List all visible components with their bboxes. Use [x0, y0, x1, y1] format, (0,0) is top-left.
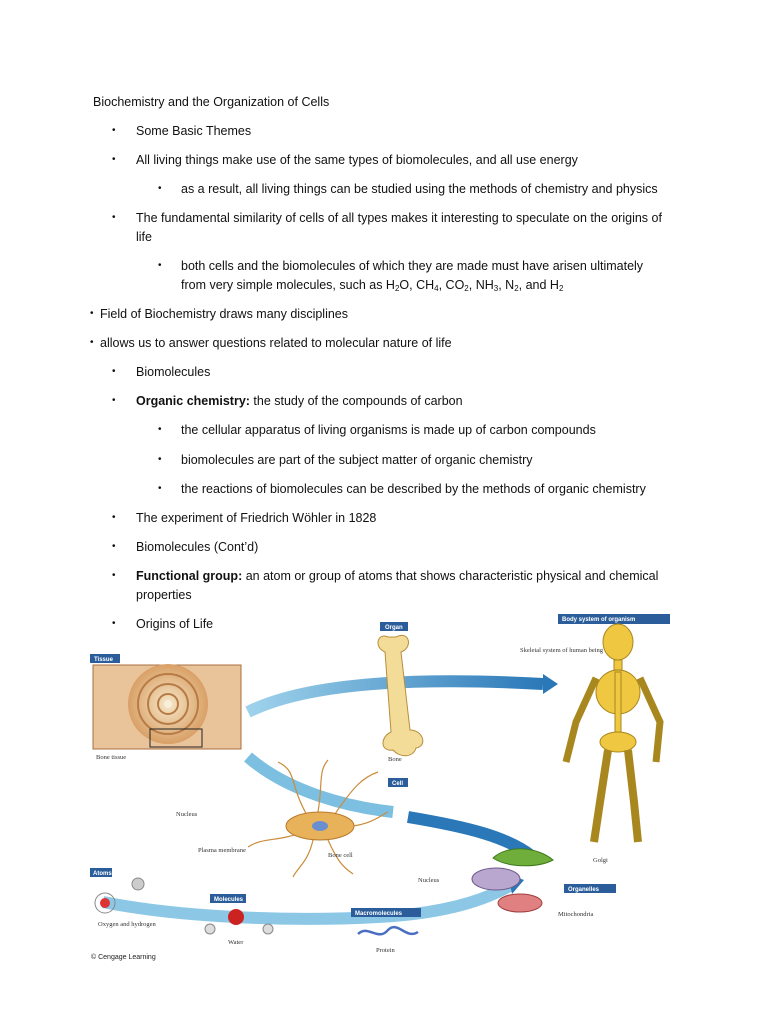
organic-def: the study of the compounds of carbon	[249, 394, 463, 408]
item-fundamental-line2: life	[136, 230, 152, 244]
cycle-arrow-left	[244, 752, 394, 818]
item-biomolecules: Biomolecules	[136, 365, 211, 379]
tissue-label: Tissue	[94, 657, 114, 663]
organelle-nucleus-label: Nucleus	[418, 877, 440, 884]
bullet-marker: •	[90, 308, 94, 319]
cell-nucleus-label: Nucleus	[176, 811, 198, 818]
protein-label: Protein	[376, 947, 396, 954]
item-functional-group: Functional group: an atom or group of at…	[136, 567, 658, 585]
zoom-box	[149, 728, 203, 748]
item-biomolecules-part: biomolecules are part of the subject mat…	[181, 453, 533, 467]
bone-label: Bone	[388, 756, 402, 763]
skeleton-illustration	[562, 623, 664, 843]
macromolecules-label: Macromolecules	[355, 911, 403, 917]
water-label: Water	[228, 939, 244, 946]
item-all-living: All living things make use of the same t…	[136, 153, 578, 167]
cengage-credit: © Cengage Learning	[91, 953, 156, 961]
bullet-marker: •	[158, 260, 162, 271]
organelles-tag	[564, 884, 616, 893]
cell-nucleus	[312, 821, 328, 831]
bullet-marker: •	[112, 512, 116, 523]
body-system-tag	[558, 614, 670, 624]
golgi-label: Golgi	[593, 857, 608, 864]
item-fundamental-line1: The fundamental similarity of cells of a…	[136, 211, 662, 225]
bullet-marker: •	[112, 541, 116, 552]
bone-shape	[377, 634, 424, 757]
organelle-nucleus	[471, 867, 521, 891]
plasma-membrane-label: Plasma membrane	[198, 847, 246, 854]
mitochondrion-shape	[497, 893, 543, 913]
item-reactions: the reactions of biomolecules can be des…	[181, 482, 646, 496]
item-both-cells-line2: from very simple molecules, such as H2O,…	[181, 278, 564, 293]
atom-illustration	[94, 877, 145, 914]
bullet-marker: •	[112, 125, 116, 136]
item-experiment: The experiment of Friedrich Wöhler in 18…	[136, 511, 377, 525]
document-title: Biochemistry and the Organization of Cel…	[93, 95, 330, 109]
item-both-cells-line1: both cells and the biomolecules of which…	[181, 259, 644, 273]
bullet-marker: •	[112, 618, 116, 629]
organization-hierarchy-figure: Tissue Bone tissue Organ Bone Body syste…	[90, 614, 670, 961]
item-as-a-result: as a result, all living things can be st…	[181, 182, 658, 196]
item-organic-chemistry: Organic chemistry: the study of the comp…	[136, 392, 463, 410]
cycle-arrow	[245, 675, 544, 718]
item-field: Field of Biochemistry draws many discipl…	[100, 307, 349, 321]
molecules-tag	[210, 894, 246, 903]
mitochondria-label: Mitochondria	[558, 911, 593, 918]
bullet-marker: •	[158, 424, 162, 435]
bullet-marker: •	[90, 337, 94, 348]
item-allows: allows us to answer questions related to…	[100, 336, 452, 350]
bullet-marker: •	[158, 454, 162, 465]
bone-tissue-label: Bone tissue	[96, 754, 126, 761]
body-system-label: Body system of organism	[562, 617, 635, 623]
organ-label: Organ	[385, 625, 403, 631]
water-molecule-illustration	[204, 909, 274, 935]
item-functional-group-line2: properties	[136, 588, 192, 602]
bullet-marker: •	[112, 212, 116, 223]
organelles-label: Organelles	[568, 887, 600, 893]
arrow-head-top	[543, 674, 558, 694]
item-some-basic-themes: Some Basic Themes	[136, 124, 252, 138]
bullet-marker: •	[112, 570, 116, 581]
tissue-tag	[90, 654, 120, 663]
atoms-label: Atoms	[93, 871, 112, 877]
item-cellular-apparatus: the cellular apparatus of living organis…	[181, 423, 596, 437]
bullet-marker: •	[112, 366, 116, 377]
cell-tag	[388, 778, 408, 787]
macromolecules-tag	[351, 908, 421, 917]
atoms-tag	[90, 868, 112, 877]
bone-cell-label: Bone cell	[328, 852, 353, 859]
functional-def: an atom or group of atoms that shows cha…	[242, 569, 659, 583]
bullet-marker: •	[158, 183, 162, 194]
bone-cell-illustration	[247, 759, 389, 878]
item-origins: Origins of Life	[136, 617, 214, 631]
organ-tag	[380, 622, 408, 631]
bullet-marker: •	[158, 483, 162, 494]
cycle-arrow-bottom	[101, 878, 517, 925]
item-biomolecules-contd: Biomolecules (Cont’d)	[136, 540, 259, 554]
protein-illustration	[357, 925, 419, 936]
golgi-shape	[492, 848, 554, 867]
functional-term: Functional group:	[136, 569, 243, 583]
oxygen-hydrogen-label: Oxygen and hydrogen	[98, 921, 157, 928]
bullet-marker: •	[112, 395, 116, 406]
bullet-marker: •	[112, 154, 116, 165]
skeletal-system-label: Skeletal system of human being	[520, 647, 604, 654]
organic-term: Organic chemistry:	[136, 394, 250, 408]
cell-label: Cell	[392, 781, 403, 787]
molecules-label: Molecules	[214, 897, 244, 903]
